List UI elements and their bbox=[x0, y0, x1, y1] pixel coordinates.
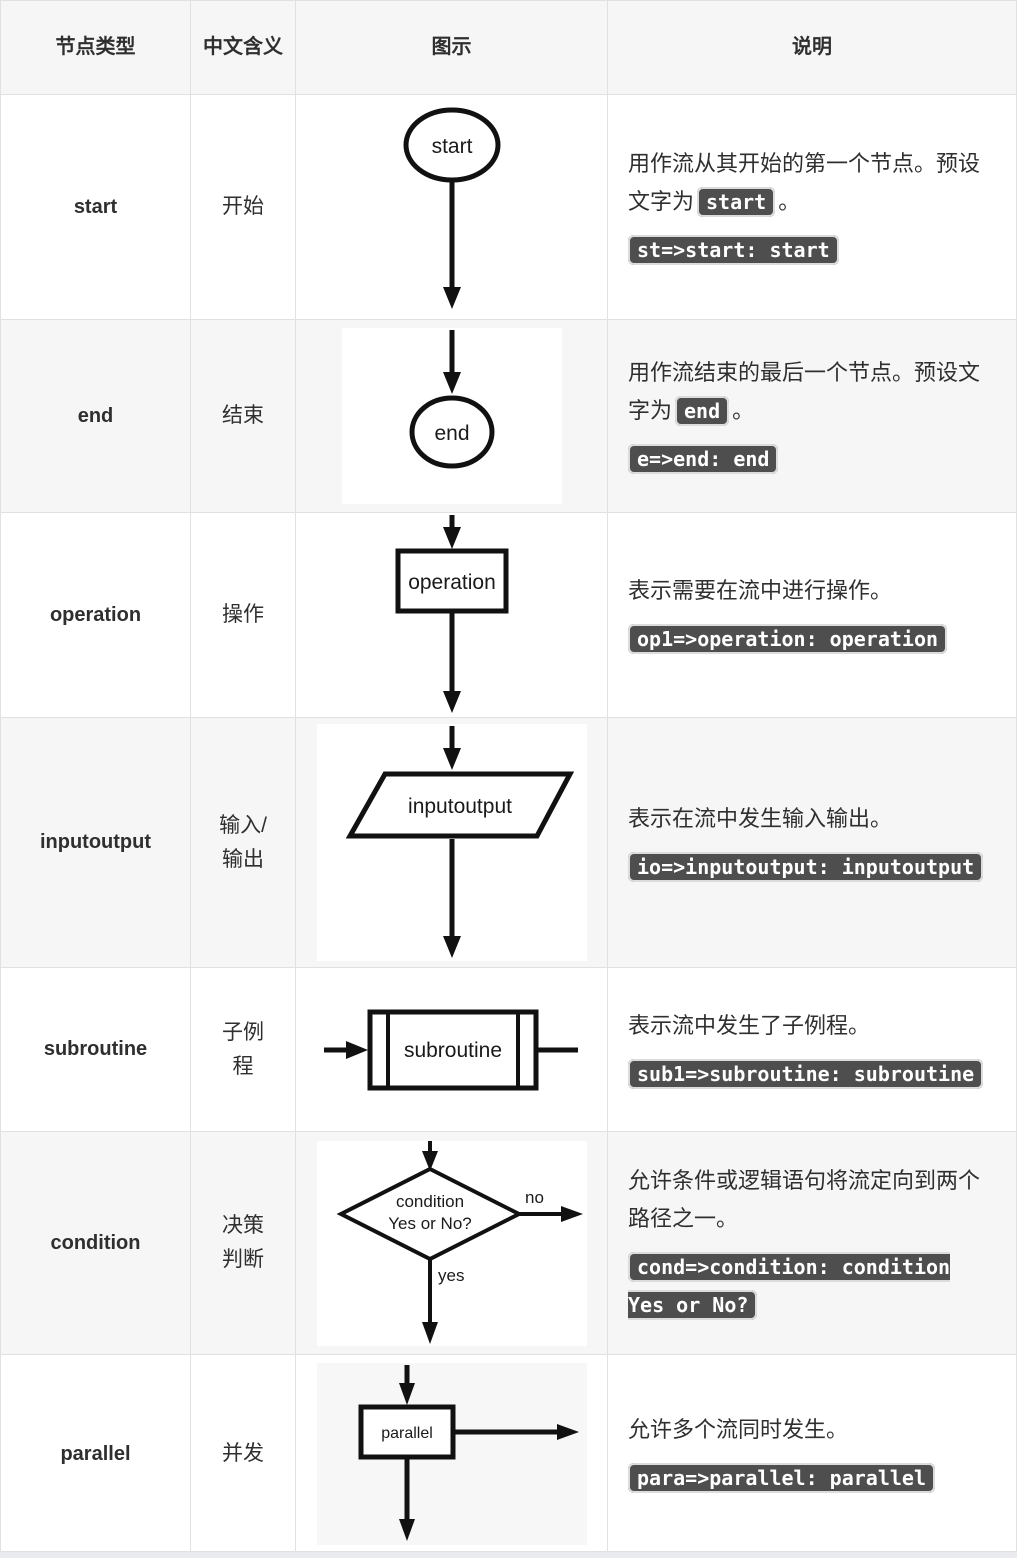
arrow-down-icon bbox=[398, 1383, 415, 1405]
table-header-row: 节点类型 中文含义 图示 说明 bbox=[1, 1, 1016, 95]
syntax-code-chip: op1=>operation: operation bbox=[628, 624, 948, 654]
end-flowchart-figure: end bbox=[341, 328, 562, 504]
arrow-down-icon bbox=[442, 286, 461, 309]
inline-code-chip: start bbox=[697, 187, 776, 218]
arrow-down-icon bbox=[442, 527, 461, 549]
meaning-cell: 并发 bbox=[191, 1355, 296, 1553]
syntax-code-chip: para=>parallel: parallel bbox=[628, 1463, 935, 1493]
operation-node-label: operation bbox=[408, 571, 496, 594]
description-text: 表示流中发生了子例程。 bbox=[628, 1012, 871, 1038]
diagram-cell: start bbox=[296, 95, 608, 319]
node-type-cell: operation bbox=[1, 513, 191, 717]
diagram-cell: condition Yes or No? no yes bbox=[296, 1132, 608, 1354]
meaning-cell: 开始 bbox=[191, 95, 296, 319]
condition-node-label-line1: condition bbox=[395, 1192, 463, 1211]
arrow-down-icon bbox=[442, 691, 461, 713]
arrow-down-icon bbox=[398, 1519, 415, 1541]
arrow-right-icon bbox=[560, 1205, 583, 1222]
inputoutput-flowchart-figure: inputoutput bbox=[316, 724, 587, 961]
inputoutput-node-label: inputoutput bbox=[408, 795, 512, 818]
syntax-code-chip: io=>inputoutput: inputoutput bbox=[628, 851, 984, 882]
meaning-cell: 子例程 bbox=[191, 968, 296, 1131]
description-cell: 表示在流中发生输入输出。 io=>inputoutput: inputoutpu… bbox=[608, 718, 1016, 967]
diagram-cell: inputoutput bbox=[296, 718, 608, 967]
node-type-cell: subroutine bbox=[1, 968, 191, 1131]
syntax-code-chip: st=>start: start bbox=[628, 234, 839, 265]
description-cell: 允许多个流同时发生。 para=>parallel: parallel bbox=[608, 1355, 1016, 1553]
header-chinese-meaning: 中文含义 bbox=[191, 1, 296, 94]
start-flowchart-figure: start bbox=[403, 107, 500, 309]
node-type-cell: start bbox=[1, 95, 191, 319]
end-node-label: end bbox=[434, 422, 469, 445]
parallel-flowchart-figure: parallel bbox=[316, 1363, 587, 1545]
table-row-inputoutput: inputoutput 输入/输出 inputoutput 表示在流中发生输入输… bbox=[1, 718, 1016, 968]
syntax-code-chip: cond=>condition: condition Yes or No? bbox=[628, 1252, 951, 1320]
diagram-cell: parallel bbox=[296, 1355, 608, 1553]
description-cell: 表示需要在流中进行操作。 op1=>operation: operation bbox=[608, 513, 1016, 717]
description-text: 允许多个流同时发生。 bbox=[628, 1417, 849, 1443]
subroutine-flowchart-figure: subroutine bbox=[323, 1009, 578, 1090]
operation-flowchart-figure: operation bbox=[395, 515, 508, 713]
diagram-cell: end bbox=[296, 320, 608, 512]
arrow-right-icon bbox=[556, 1424, 579, 1440]
subroutine-node-label: subroutine bbox=[403, 1039, 501, 1062]
syntax-code-chip: sub1=>subroutine: subroutine bbox=[628, 1058, 984, 1089]
meaning-cell: 输入/输出 bbox=[191, 718, 296, 967]
meaning-cell: 决策判断 bbox=[191, 1132, 296, 1354]
diagram-cell: operation bbox=[296, 513, 608, 717]
arrow-down-icon bbox=[421, 1150, 438, 1171]
arrow-right-icon bbox=[345, 1040, 368, 1059]
table-row-condition: condition 决策判断 condition Yes or No? no y… bbox=[1, 1132, 1016, 1355]
branch-yes-label: yes bbox=[438, 1266, 464, 1285]
table-row-parallel: parallel 并发 parallel 允许多个流同时发生。 para=>pa… bbox=[1, 1355, 1016, 1553]
arrow-down-icon bbox=[442, 372, 461, 394]
table-row-subroutine: subroutine 子例程 subroutine 表示流中发生了子例程。 su… bbox=[1, 968, 1016, 1132]
node-type-cell: parallel bbox=[1, 1355, 191, 1553]
description-text: 允许条件或逻辑语句将流定向到两个路径之一。 bbox=[628, 1168, 981, 1232]
node-type-cell: condition bbox=[1, 1132, 191, 1354]
arrow-down-icon bbox=[421, 1321, 438, 1344]
header-description: 说明 bbox=[792, 36, 832, 58]
meaning-cell: 操作 bbox=[191, 513, 296, 717]
start-node-label: start bbox=[431, 135, 472, 158]
description-text: 表示在流中发生输入输出。 bbox=[628, 805, 893, 831]
description-text: 表示需要在流中进行操作。 bbox=[628, 578, 893, 604]
branch-no-label: no bbox=[525, 1188, 544, 1207]
meaning-cell: 结束 bbox=[191, 320, 296, 512]
description-cell: 允许条件或逻辑语句将流定向到两个路径之一。 cond=>condition: c… bbox=[608, 1132, 1016, 1354]
condition-flowchart-figure: condition Yes or No? no yes bbox=[316, 1140, 587, 1346]
arrow-down-icon bbox=[442, 748, 461, 770]
description-cell: 表示流中发生了子例程。 sub1=>subroutine: subroutine bbox=[608, 968, 1016, 1131]
diagram-cell: subroutine bbox=[296, 968, 608, 1131]
node-type-cell: end bbox=[1, 320, 191, 512]
header-illustration: 图示 bbox=[296, 1, 608, 94]
node-type-cell: inputoutput bbox=[1, 718, 191, 967]
condition-node-label-line2: Yes or No? bbox=[388, 1214, 471, 1233]
parallel-node-label: parallel bbox=[381, 1425, 433, 1442]
header-node-type: 节点类型 bbox=[1, 1, 191, 94]
arrow-down-icon bbox=[442, 936, 461, 958]
table-row-operation: operation 操作 operation 表示需要在流中进行操作。 op1=… bbox=[1, 513, 1016, 718]
inline-code-chip: end bbox=[675, 396, 730, 427]
syntax-code-chip: e=>end: end bbox=[628, 443, 779, 474]
